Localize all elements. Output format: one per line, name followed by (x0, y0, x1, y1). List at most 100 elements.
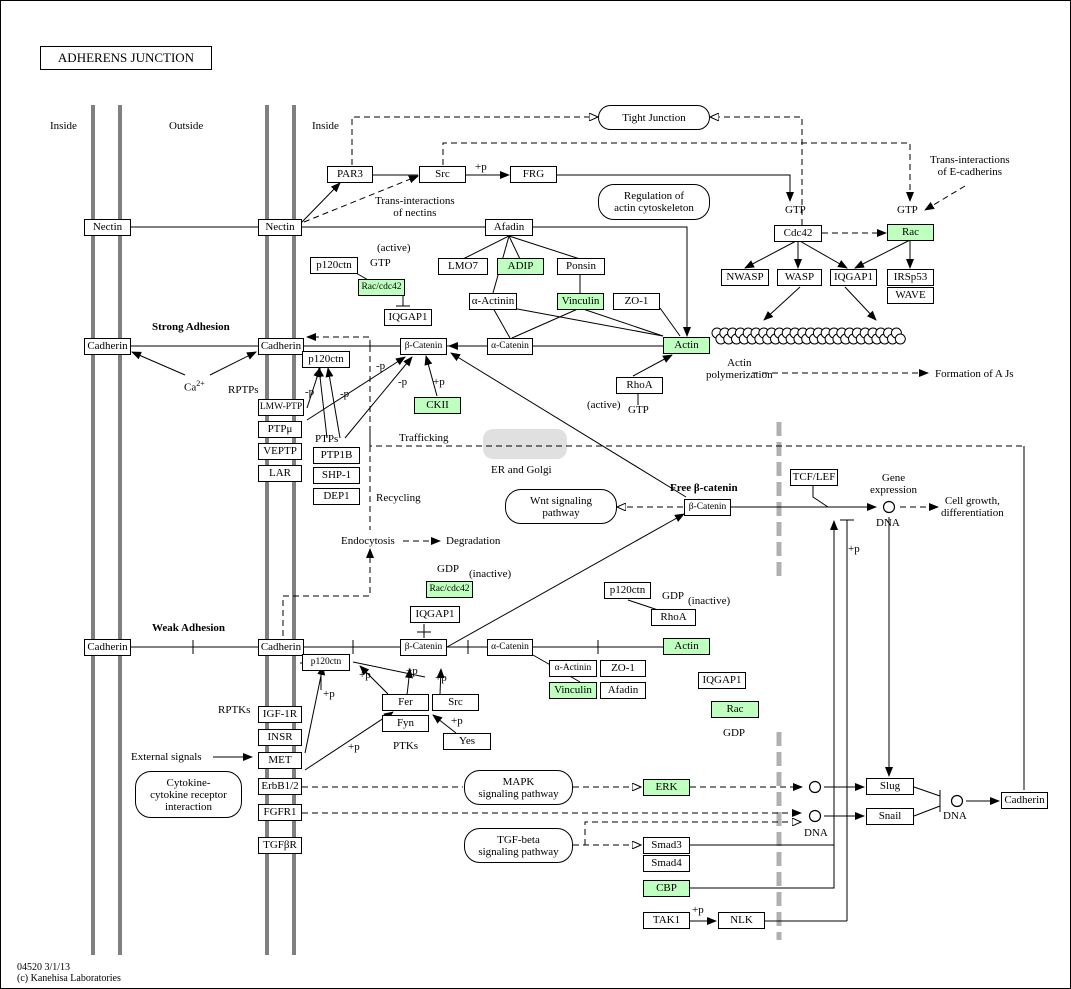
vinculin-node-top[interactable]: Vinculin (557, 293, 604, 310)
iqgap1-node-top[interactable]: IQGAP1 (830, 269, 877, 286)
ckii-node[interactable]: CKII (414, 397, 461, 414)
phospho-label: +p (475, 161, 487, 173)
p120ctn-node-b[interactable]: p120ctn (302, 351, 350, 368)
er-golgi-shape (483, 429, 567, 459)
raccdc42-node-b[interactable]: Rac/cdc42 (426, 581, 473, 598)
nwasp-node[interactable]: NWASP (721, 269, 769, 286)
ponsin-node[interactable]: Ponsin (557, 258, 605, 275)
cdc42-node[interactable]: Cdc42 (774, 225, 822, 242)
afadin-node-weak[interactable]: Afadin (600, 682, 646, 699)
tgfbr-node[interactable]: TGFβR (258, 837, 302, 854)
region-inside-right: Inside (312, 120, 339, 132)
inactive-rhoa-label: (inactive) (688, 595, 731, 607)
beta-catenin-node-weak[interactable]: β-Catenin (400, 639, 447, 656)
fer-phospho-label: +p (359, 669, 371, 681)
wave-node[interactable]: WAVE (887, 287, 934, 304)
erbb12-node[interactable]: ErbB1/2 (258, 778, 302, 795)
src-node-weak[interactable]: Src (432, 694, 479, 711)
tcf-lef-node[interactable]: TCF/LEF (790, 469, 838, 486)
nectin-left[interactable]: Nectin (84, 219, 131, 236)
zo1-node-top[interactable]: ZO-1 (613, 293, 660, 310)
iqgap1-node-b[interactable]: IQGAP1 (410, 606, 460, 623)
actin-filament (711, 327, 906, 345)
yes-node[interactable]: Yes (443, 733, 491, 750)
alpha-catenin-node-strong[interactable]: α-Catenin (487, 338, 533, 355)
wnt-pathway-link[interactable]: Wnt signaling pathway (505, 489, 617, 524)
alpha-actinin-node-top[interactable]: α-Actinin (469, 293, 517, 310)
dephospho-label-2: -p (340, 388, 350, 400)
ptp-mu-node[interactable]: PTPμ (258, 421, 302, 438)
cell-growth-label: Cell growth, differentiation (941, 495, 1004, 519)
fer-node[interactable]: Fer (382, 694, 429, 711)
active-label: (active) (377, 242, 411, 254)
tgfbeta-pathway-link[interactable]: TGF-beta signaling pathway (464, 828, 573, 863)
nlk-node[interactable]: NLK (718, 912, 765, 929)
actin-polymerization-label: Actin polymerization (706, 357, 773, 381)
smad4-node[interactable]: Smad4 (643, 855, 690, 872)
rhoa-node-weak[interactable]: RhoA (651, 609, 696, 626)
mapk-pathway-link[interactable]: MAPK signaling pathway (464, 770, 573, 805)
recycling-label: Recycling (376, 492, 421, 504)
cadherin-strong-left[interactable]: Cadherin (84, 338, 131, 355)
beta-catenin-node-strong[interactable]: β-Catenin (400, 338, 447, 355)
lmo7-node[interactable]: LMO7 (438, 258, 488, 275)
smad3-node[interactable]: Smad3 (643, 837, 690, 854)
rhoa-gtp-label: GTP (628, 404, 649, 416)
rptks-label: RPTKs (218, 704, 251, 716)
p120ctn-node-d[interactable]: p120ctn (302, 654, 350, 671)
cadherin-strong-right[interactable]: Cadherin (258, 338, 304, 355)
dephospho-label-4: -p (398, 376, 408, 388)
actin-node-weak[interactable]: Actin (663, 638, 710, 655)
erk-node[interactable]: ERK (643, 779, 690, 796)
rhoa-active-label: (active) (587, 399, 621, 411)
afadin-node-top[interactable]: Afadin (485, 219, 533, 236)
ptp1b-node[interactable]: PTP1B (313, 447, 360, 464)
cadherin-output-node[interactable]: Cadherin (1001, 792, 1048, 809)
vinculin-node-weak[interactable]: Vinculin (549, 682, 597, 699)
igf1r-node[interactable]: IGF-1R (258, 706, 302, 723)
rac-node-weak[interactable]: Rac (711, 701, 759, 718)
p120ctn-node-c[interactable]: p120ctn (604, 582, 651, 599)
shp1-node[interactable]: SHP-1 (313, 467, 360, 484)
zo1-node-weak[interactable]: ZO-1 (600, 660, 646, 677)
wasp-node[interactable]: WASP (777, 269, 822, 286)
dna-top-label: DNA (876, 517, 900, 529)
p120-phospho-label: +p (323, 688, 335, 700)
cytokine-pathway-link[interactable]: Cytokine- cytokine receptor interaction (135, 771, 242, 818)
p120ctn-node-a[interactable]: p120ctn (310, 257, 358, 274)
tight-junction-link[interactable]: Tight Junction (598, 105, 710, 130)
trans-ecadherins-label: Trans-interactions of E-cadherins (930, 154, 1010, 178)
snail-node[interactable]: Snail (866, 808, 914, 825)
dep1-node[interactable]: DEP1 (313, 488, 360, 505)
veptp-node[interactable]: VEPTP (258, 443, 302, 460)
iqgap1-node-a[interactable]: IQGAP1 (384, 309, 432, 326)
fyn-node[interactable]: Fyn (382, 715, 429, 732)
par3-node[interactable]: PAR3 (327, 166, 373, 183)
alpha-catenin-node-weak[interactable]: α-Catenin (487, 639, 533, 656)
fgfr1-node[interactable]: FGFR1 (258, 804, 302, 821)
alpha-actinin-node-weak[interactable]: α-Actinin (549, 660, 597, 677)
rhoa-node-top[interactable]: RhoA (616, 377, 663, 394)
rac-node-top[interactable]: Rac (887, 224, 934, 241)
slug-node[interactable]: Slug (866, 778, 914, 795)
frg-node[interactable]: FRG (510, 166, 557, 183)
src-node-top[interactable]: Src (419, 166, 466, 183)
cadherin-weak-right[interactable]: Cadherin (258, 639, 304, 656)
regulation-actin-link[interactable]: Regulation of actin cytoskeleton (598, 184, 710, 220)
free-bcatenin-node[interactable]: β-Catenin (684, 499, 731, 516)
irsp53-node[interactable]: IRSp53 (887, 269, 934, 286)
lar-node[interactable]: LAR (258, 465, 302, 482)
raccdc42-node-a[interactable]: Rac/cdc42 (358, 279, 405, 296)
tak1-node[interactable]: TAK1 (643, 912, 690, 929)
gtp-raccdc42-label: GTP (370, 257, 391, 269)
insr-node[interactable]: INSR (258, 729, 302, 746)
iqgap1-node-c[interactable]: IQGAP1 (698, 672, 746, 689)
cbp-node[interactable]: CBP (643, 880, 690, 897)
lmw-ptp-node[interactable]: LMW-PTP (258, 399, 304, 416)
met-node[interactable]: MET (258, 752, 302, 769)
adip-node[interactable]: ADIP (497, 258, 544, 275)
actin-node-strong[interactable]: Actin (663, 337, 710, 354)
trafficking-label: Trafficking (399, 432, 449, 444)
nectin-right[interactable]: Nectin (258, 219, 302, 236)
cadherin-weak-left[interactable]: Cadherin (84, 639, 131, 656)
